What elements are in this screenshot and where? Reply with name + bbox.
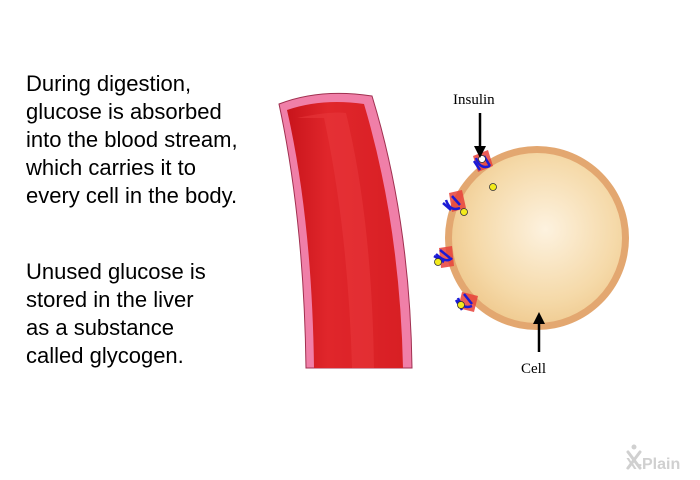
cell-body — [452, 153, 622, 323]
glucose-molecule — [457, 301, 465, 309]
text-line: which carries it to — [26, 155, 196, 180]
x-plain-logo-dot — [631, 444, 637, 450]
receptor-1 — [472, 150, 493, 172]
blood-vessel — [278, 92, 413, 369]
paragraph-digestion: During digestion, glucose is absorbed in… — [26, 70, 238, 210]
receptor-2 — [442, 190, 466, 212]
cell — [445, 146, 629, 330]
text-line: called glycogen. — [26, 343, 184, 368]
x-plain-logo: X-Plain — [626, 444, 680, 473]
text-line: stored in the liver — [26, 287, 194, 312]
text-line: into the blood stream, — [26, 127, 238, 152]
insulin-arrow — [474, 113, 486, 158]
text-line: During digestion, — [26, 71, 192, 96]
x-plain-logo-text: X-Plain — [626, 456, 680, 473]
paragraph-glycogen: Unused glucose is stored in the liver as… — [26, 258, 206, 370]
cell-label: Cell — [521, 361, 546, 377]
glucose-molecule — [460, 208, 468, 216]
receptor-3 — [433, 246, 454, 268]
text-line: Unused glucose is — [26, 259, 206, 284]
text-line: as a substance — [26, 315, 174, 340]
glucose-molecule — [434, 258, 442, 266]
insulin-label: Insulin — [453, 92, 495, 108]
x-plain-logo-icon — [626, 450, 642, 470]
text-line: every cell in the body. — [26, 183, 238, 208]
glucose-molecule — [489, 183, 497, 191]
text-line: glucose is absorbed — [26, 99, 222, 124]
vessel-highlight — [297, 112, 374, 368]
cell-arrow — [533, 312, 545, 352]
